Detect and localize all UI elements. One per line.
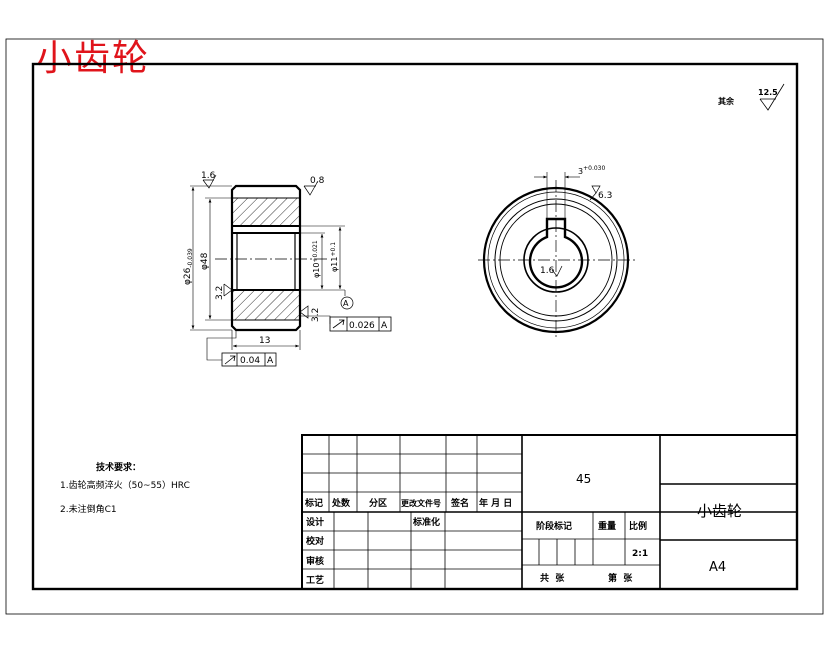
tb-weight: 重量 [598, 520, 616, 532]
roughness-left-top-symbol [202, 174, 217, 189]
roughness-right-top: 0.8 [310, 176, 325, 186]
roughness-right-top-symbol [303, 180, 319, 196]
roughness-right-mid-symbol [299, 305, 309, 319]
roughness-symbol [759, 83, 785, 111]
dim-outer-dia-text: φ26-0.039 [183, 248, 194, 285]
tb-material: 45 [576, 472, 591, 486]
dim-width-text: 13 [259, 336, 270, 346]
general-roughness: 其余 12.5 [718, 83, 785, 111]
tb-rev-h5: 年 月 日 [479, 497, 512, 509]
roughness-right-mid: 3.2 [311, 308, 321, 322]
bore-keyway [528, 217, 584, 289]
runout-right-value: 0.026 [349, 321, 375, 331]
title-block [301, 434, 798, 590]
runout-right: 0.026 A [300, 315, 392, 332]
roughness-keyway-symbol [589, 185, 601, 201]
roughness-left-mid-symbol [223, 283, 233, 297]
roughness-bore: 1.6 [540, 266, 555, 276]
runout-bottom-leader [206, 330, 237, 361]
tech-item-1: 1.齿轮高频淬火（50~55）HRC [60, 481, 190, 491]
tb-rev-h3: 更改文件号 [401, 498, 441, 508]
tb-role-3: 工艺 [306, 574, 324, 586]
datum-a-circle [340, 296, 354, 310]
roughness-left-top: 1.6 [201, 171, 216, 181]
runout-arrow-icon [224, 355, 236, 365]
dim-key-depth-text: φ11+0.1 [330, 242, 339, 272]
dim-bore-dia-text: φ10+0.021 [312, 240, 321, 278]
tb-rev-h2: 分区 [369, 497, 387, 509]
tb-rev-h0: 标记 [304, 497, 323, 509]
tb-role-2: 审核 [306, 555, 324, 567]
sheet-title: 小齿轮 [36, 38, 151, 79]
general-roughness-value: 12.5 [758, 88, 778, 97]
hatch-top [233, 198, 299, 226]
dim-key-width-text: 3+0.030 [578, 165, 605, 176]
tb-stage-mark: 阶段标记 [536, 520, 572, 532]
runout-arrow-icon [332, 319, 345, 329]
tb-scale-value: 2:1 [632, 549, 648, 559]
tb-rev-h1: 处数 [331, 497, 351, 509]
tb-paper-size: A4 [709, 560, 726, 575]
tech-heading: 技术要求： [96, 463, 142, 473]
tb-sheet-no: 第 张 [608, 572, 633, 584]
hatch-bottom [233, 290, 299, 320]
roughness-bore-symbol [551, 265, 563, 277]
roughness-left-mid: 3.2 [215, 286, 225, 300]
tb-role-1: 校对 [306, 535, 324, 547]
runout-bottom: 0.04 A [206, 330, 277, 367]
runout-bottom-datum: A [267, 356, 274, 366]
tb-scale-label: 比例 [629, 520, 647, 532]
roughness-keyway: 6.3 [598, 191, 612, 201]
title-block-text: 标记 处数 分区 更改文件号 签名 年 月 日 设计 校对 审核 工艺 标准化 … [304, 472, 742, 586]
runout-bottom-value: 0.04 [240, 356, 260, 366]
datum-a-label: A [343, 299, 349, 308]
outer-frame [5, 38, 824, 615]
tb-part-name: 小齿轮 [697, 502, 742, 520]
tb-standardization: 标准化 [412, 516, 440, 528]
runout-right-datum: A [381, 321, 388, 331]
section-outline [230, 184, 302, 332]
tb-role-0: 设计 [306, 516, 324, 528]
section-view: φ26-0.039 φ48 φ10+0.021 φ11+0.1 1.6 0.8 … [183, 171, 392, 367]
inner-border [31, 62, 799, 591]
front-view: 3+0.030 6.3 1.6 [478, 165, 636, 340]
dim-pitch-dia-text: φ48 [200, 252, 210, 270]
runout-bottom-frame [221, 352, 277, 367]
runout-right-frame [329, 316, 392, 332]
tb-sheets-total: 共 张 [540, 572, 565, 584]
tb-rev-h4: 签名 [450, 497, 469, 509]
general-roughness-label: 其余 [718, 96, 735, 106]
tech-item-2: 2.未注倒角C1 [60, 505, 117, 515]
